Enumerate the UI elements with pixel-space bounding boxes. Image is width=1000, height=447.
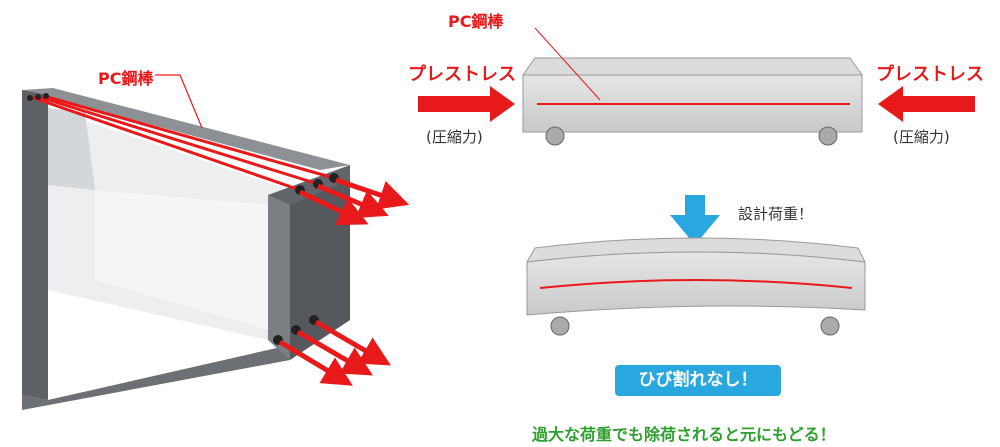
left-label-leader (155, 74, 203, 129)
prestress-label-right: プレストレス (876, 64, 984, 85)
compression-label-right: (圧縮力) (893, 128, 950, 146)
tension-arrows (278, 177, 410, 386)
box-girder-3d (22, 88, 350, 410)
prestress-label-left: プレストレス (408, 64, 516, 85)
design-load-arrow (670, 195, 720, 245)
right-steel-label: PC鋼棒 (448, 12, 504, 31)
prestress-arrow-right (878, 86, 975, 122)
girder-left-wall (22, 90, 48, 400)
girder-end-face (290, 165, 350, 360)
loaded-support-left (550, 316, 570, 336)
compression-label-left: (圧縮力) (426, 128, 483, 146)
no-cracks-badge: ひび割れなし！ (615, 365, 781, 396)
support-roller-left (545, 126, 565, 146)
prestress-arrow-left (418, 86, 515, 122)
girder-bottom-slab (22, 345, 290, 410)
girder-top-face (22, 88, 350, 170)
left-steel-label: PC鋼棒 (98, 69, 154, 88)
support-roller-right (818, 126, 838, 146)
design-load-label: 設計荷重！ (738, 205, 814, 223)
pc-steel-bars-top (27, 94, 335, 192)
beam-loaded (526, 237, 866, 336)
loaded-beam-steel-bar (539, 279, 853, 289)
recovery-note: 過大な荷重でも除荷されると元にもどる！ (532, 425, 836, 444)
right-label-leader (534, 27, 601, 101)
loaded-support-right (820, 316, 840, 336)
beam-prestressed (522, 57, 863, 146)
